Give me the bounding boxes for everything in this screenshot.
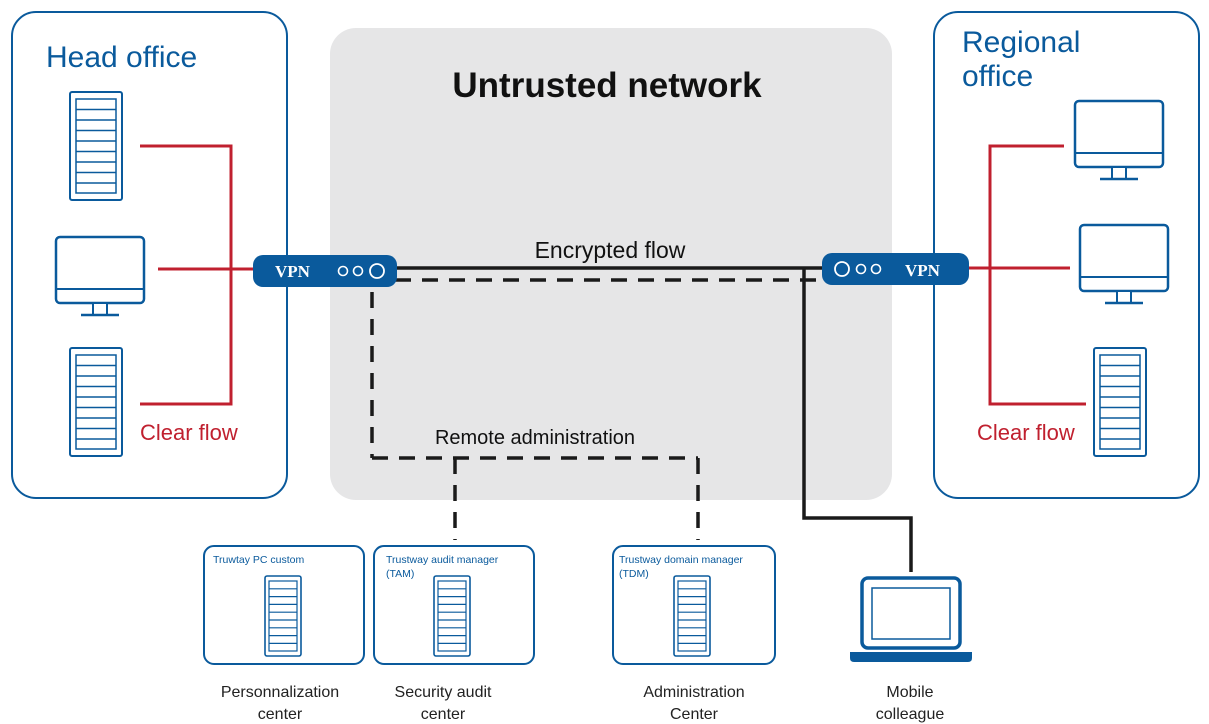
- remote-administration-label: Remote administration: [435, 427, 635, 449]
- vpn-router-icon: VPN: [253, 255, 397, 287]
- desktop-monitor-icon: [54, 235, 146, 317]
- administration-center-caption: Administration: [643, 684, 744, 701]
- administration-center-caption-line2: Center: [670, 706, 719, 723]
- vpn-left-label: VPN: [275, 262, 311, 281]
- head-office-title: Head office: [46, 41, 197, 74]
- security-audit-center-caption-line2: center: [421, 706, 466, 723]
- center-box-sublabel: (TAM): [386, 568, 414, 580]
- untrusted-network-region: [330, 28, 892, 500]
- personalization-center-caption-line2: center: [258, 706, 303, 723]
- mobile-colleague-caption: Mobile: [886, 684, 933, 701]
- server-rack-icon: [433, 575, 471, 657]
- regional-office-title-line1: Regional: [962, 26, 1080, 59]
- untrusted-network-title: Untrusted network: [452, 66, 762, 105]
- server-rack-icon: [673, 575, 711, 657]
- server-rack-icon: [69, 347, 123, 457]
- center-box-label: Trustway audit manager: [386, 554, 499, 566]
- regional-office-clear-flow-lines: [966, 144, 1086, 406]
- center-box-label: Truwtay PC custom: [213, 554, 304, 566]
- personalization-center-caption: Personnalization: [221, 684, 339, 701]
- encrypted-flow-label: Encrypted flow: [535, 237, 686, 263]
- mobile-colleague-caption-line2: colleague: [876, 706, 945, 723]
- vpn-router-icon: VPN: [822, 253, 969, 285]
- personalization-center: Truwtay PC custom: [203, 545, 365, 665]
- desktop-monitor-icon: [1078, 223, 1170, 305]
- center-box-label: Trustway domain manager: [619, 554, 743, 566]
- encrypted-flow-line: [390, 266, 913, 572]
- server-rack-icon: [264, 575, 302, 657]
- head-office-clear-flow-label: Clear flow: [140, 420, 238, 445]
- security-audit-center-caption: Security audit: [395, 684, 492, 701]
- remote-administration-lines: [370, 278, 825, 540]
- head-office-clear-flow-lines: [140, 144, 256, 406]
- regional-office-clear-flow-label: Clear flow: [977, 420, 1075, 445]
- server-rack-icon: [69, 91, 123, 201]
- laptop-icon: [850, 576, 972, 662]
- desktop-monitor-icon: [1073, 99, 1165, 181]
- vpn-right-label: VPN: [905, 261, 941, 280]
- regional-office-title-line2: office: [962, 60, 1033, 93]
- administration-center: Trustway domain manager (TDM): [612, 545, 776, 665]
- center-box-sublabel: (TDM): [619, 568, 649, 580]
- security-audit-center: Trustway audit manager (TAM): [373, 545, 535, 665]
- server-rack-icon: [1093, 347, 1147, 457]
